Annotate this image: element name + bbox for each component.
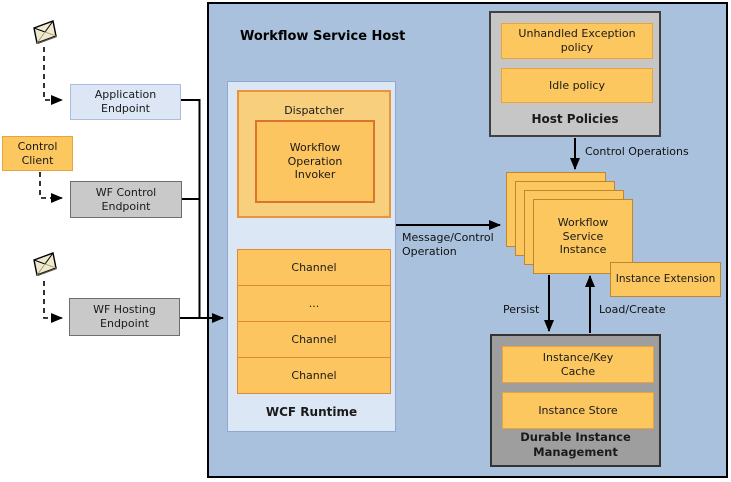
message-control-operation-label: Message/Control Operation [402, 231, 494, 258]
wcf-runtime-label: WCF Runtime [265, 405, 358, 419]
application-endpoint-label: Application Endpoint [94, 88, 157, 115]
wf-control-endpoint-label: WF Control Endpoint [95, 185, 157, 213]
control-client-box: Control Client [2, 136, 73, 171]
wcf-runtime-container: Dispatcher Workflow Operation Invoker Ch… [227, 81, 396, 432]
channel-label: Channel [291, 369, 337, 382]
control-operations-label: Control Operations [585, 145, 689, 158]
channel-label: Channel [291, 261, 337, 274]
idle-policy-box: Idle policy [501, 68, 653, 103]
instance-key-cache-box: Instance/Key Cache [502, 346, 654, 383]
dashed-arrow-envelope-to-wf-hosting [43, 281, 63, 323]
host-policies-label: Host Policies [531, 112, 619, 126]
workflow-service-instance-box: Workflow Service Instance [533, 199, 633, 274]
load-create-label: Load/Create [599, 303, 666, 316]
wf-hosting-endpoint-box: WF Hosting Endpoint [69, 298, 180, 336]
unhandled-exception-policy-box: Unhandled Exception policy [501, 23, 653, 59]
host-policies-container: Unhandled Exception policy Idle policy H… [489, 11, 661, 137]
application-endpoint-box: Application Endpoint [70, 84, 181, 120]
channel-ellipsis-box: ... [237, 285, 391, 322]
dashed-arrow-envelope-to-application-endpoint [43, 47, 63, 105]
control-client-label: Control Client [17, 139, 58, 167]
durable-instance-management-label: Durable Instance Management [520, 430, 631, 459]
workflow-service-instance-label: Workflow Service Instance [557, 215, 609, 257]
instance-store-label: Instance Store [538, 403, 618, 417]
channel-label: Channel [291, 333, 337, 346]
idle-policy-label: Idle policy [549, 78, 605, 92]
dispatcher-box: Dispatcher Workflow Operation Invoker [237, 90, 391, 218]
wf-control-endpoint-box: WF Control Endpoint [70, 181, 182, 218]
instance-key-cache-label: Instance/Key Cache [542, 350, 614, 378]
instance-extension-box: Instance Extension [610, 262, 721, 297]
persist-label: Persist [503, 303, 540, 316]
workflow-operation-invoker-label: Workflow Operation Invoker [287, 140, 343, 182]
instance-store-box: Instance Store [502, 392, 654, 429]
channel-box: Channel [237, 321, 391, 358]
channel-box: Channel [237, 357, 391, 394]
channel-ellipsis-label: ... [308, 297, 320, 310]
instance-extension-label: Instance Extension [615, 272, 716, 285]
wf-hosting-endpoint-label: WF Hosting Endpoint [93, 303, 156, 330]
envelope-icon [33, 252, 57, 276]
dashed-arrow-control-client-to-wf-control [39, 172, 63, 203]
workflow-operation-invoker-box: Workflow Operation Invoker [255, 120, 375, 203]
dispatcher-label: Dispatcher [284, 104, 344, 117]
durable-instance-management-container: Instance/Key Cache Instance Store Durabl… [490, 334, 661, 467]
connector-application-endpoint [181, 99, 201, 318]
channel-box: Channel [237, 249, 391, 286]
channel-stack: Channel ... Channel Channel [237, 249, 391, 394]
workflow-service-host-title: Workflow Service Host [240, 29, 406, 44]
unhandled-exception-policy-label: Unhandled Exception policy [518, 27, 636, 54]
envelope-icon [33, 20, 57, 44]
